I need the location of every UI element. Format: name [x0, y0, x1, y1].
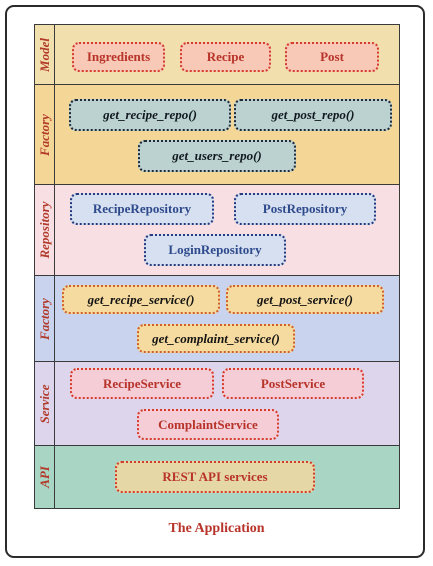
recipe-service-box: RecipeService [70, 368, 214, 399]
service-factory-layer-label: Factory [35, 276, 55, 361]
get-recipe-service-box: get_recipe_service() [62, 285, 220, 314]
layer-stack: Model Ingredients Recipe Post Factory ge… [34, 24, 400, 509]
get-post-service-box: get_post_service() [226, 285, 384, 314]
service-layer: Service RecipeService PostService Compla… [35, 362, 399, 446]
diagram-caption: The Application [168, 521, 265, 536]
recipe-repository-box: RecipeRepository [70, 193, 214, 225]
service-layer-label: Service [35, 362, 55, 445]
api-layer-label: API [35, 446, 55, 508]
repository-layer: Repository RecipeRepository PostReposito… [35, 185, 399, 276]
post-box: Post [285, 42, 379, 72]
recipe-box: Recipe [180, 42, 271, 72]
repository-layer-label: Repository [35, 185, 55, 275]
model-layer: Model Ingredients Recipe Post [35, 25, 399, 85]
get-post-repo-box: get_post_repo() [234, 99, 392, 131]
post-repository-box: PostRepository [234, 193, 376, 225]
rest-api-services-box: REST API services [115, 461, 315, 493]
repo-factory-layer-label: Factory [35, 85, 55, 184]
get-complaint-service-box: get_complaint_service() [137, 324, 295, 353]
ingredients-box: Ingredients [72, 42, 165, 72]
get-recipe-repo-box: get_recipe_repo() [69, 99, 231, 131]
get-users-repo-box: get_users_repo() [138, 140, 296, 172]
complaint-service-box: ComplaintService [137, 409, 279, 440]
login-repository-box: LoginRepository [144, 234, 286, 266]
model-layer-label: Model [35, 25, 55, 84]
api-layer: API REST API services [35, 446, 399, 508]
repo-factory-layer: Factory get_recipe_repo() get_post_repo(… [35, 85, 399, 185]
post-service-box: PostService [222, 368, 364, 399]
service-factory-layer: Factory get_recipe_service() get_post_se… [35, 276, 399, 362]
